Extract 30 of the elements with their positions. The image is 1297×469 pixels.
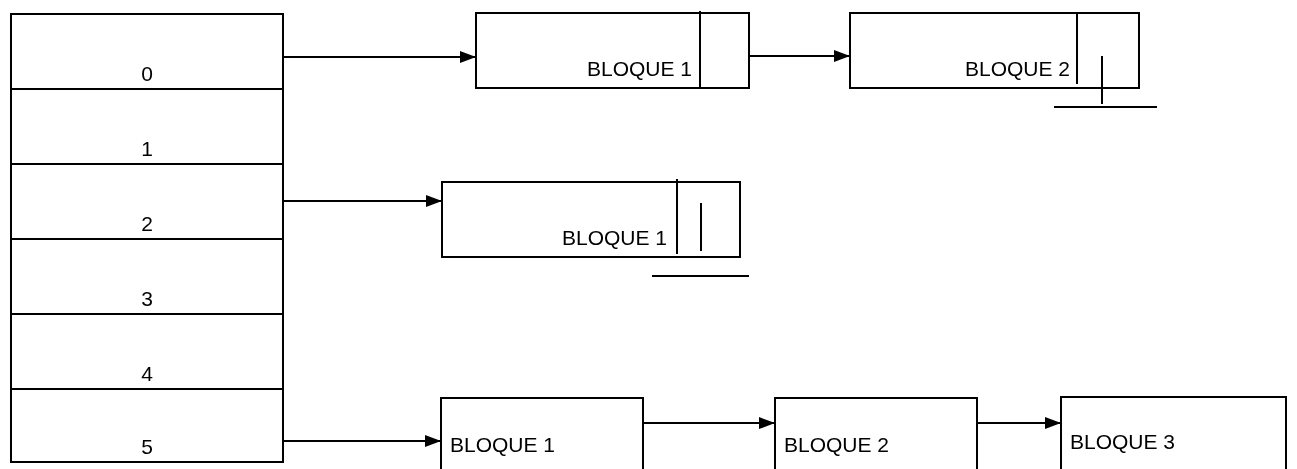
block-label: 1 [141, 137, 153, 161]
memory-block [774, 397, 978, 469]
memory-block [1060, 396, 1287, 469]
table-row [10, 238, 284, 315]
table-row [10, 313, 284, 390]
table-row [10, 88, 284, 165]
arrow [977, 417, 1061, 429]
arrow [283, 435, 441, 447]
table-row [10, 13, 284, 90]
block-label: 5 [141, 435, 153, 459]
arrow [283, 51, 476, 63]
block-label: BLOQUE 3 [1070, 430, 1176, 454]
block-label: BLOQUE 1 [586, 57, 692, 81]
memory-block [475, 12, 750, 89]
arrow [643, 417, 775, 429]
block-label: 3 [141, 287, 153, 311]
block-label: 2 [141, 212, 153, 236]
block-label: BLOQUE 2 [784, 433, 890, 457]
block-label: 4 [141, 362, 153, 386]
block-label: 0 [141, 62, 153, 86]
memory-block [440, 397, 644, 469]
block-label: BLOQUE 1 [450, 433, 556, 457]
block-label: BLOQUE 1 [561, 226, 667, 250]
arrow [283, 195, 442, 207]
table-row [10, 388, 284, 463]
block-label: BLOQUE 2 [964, 57, 1070, 81]
table-row [10, 163, 284, 240]
memory-block [849, 12, 1140, 89]
memory-block [441, 181, 741, 258]
arrow [749, 50, 850, 62]
